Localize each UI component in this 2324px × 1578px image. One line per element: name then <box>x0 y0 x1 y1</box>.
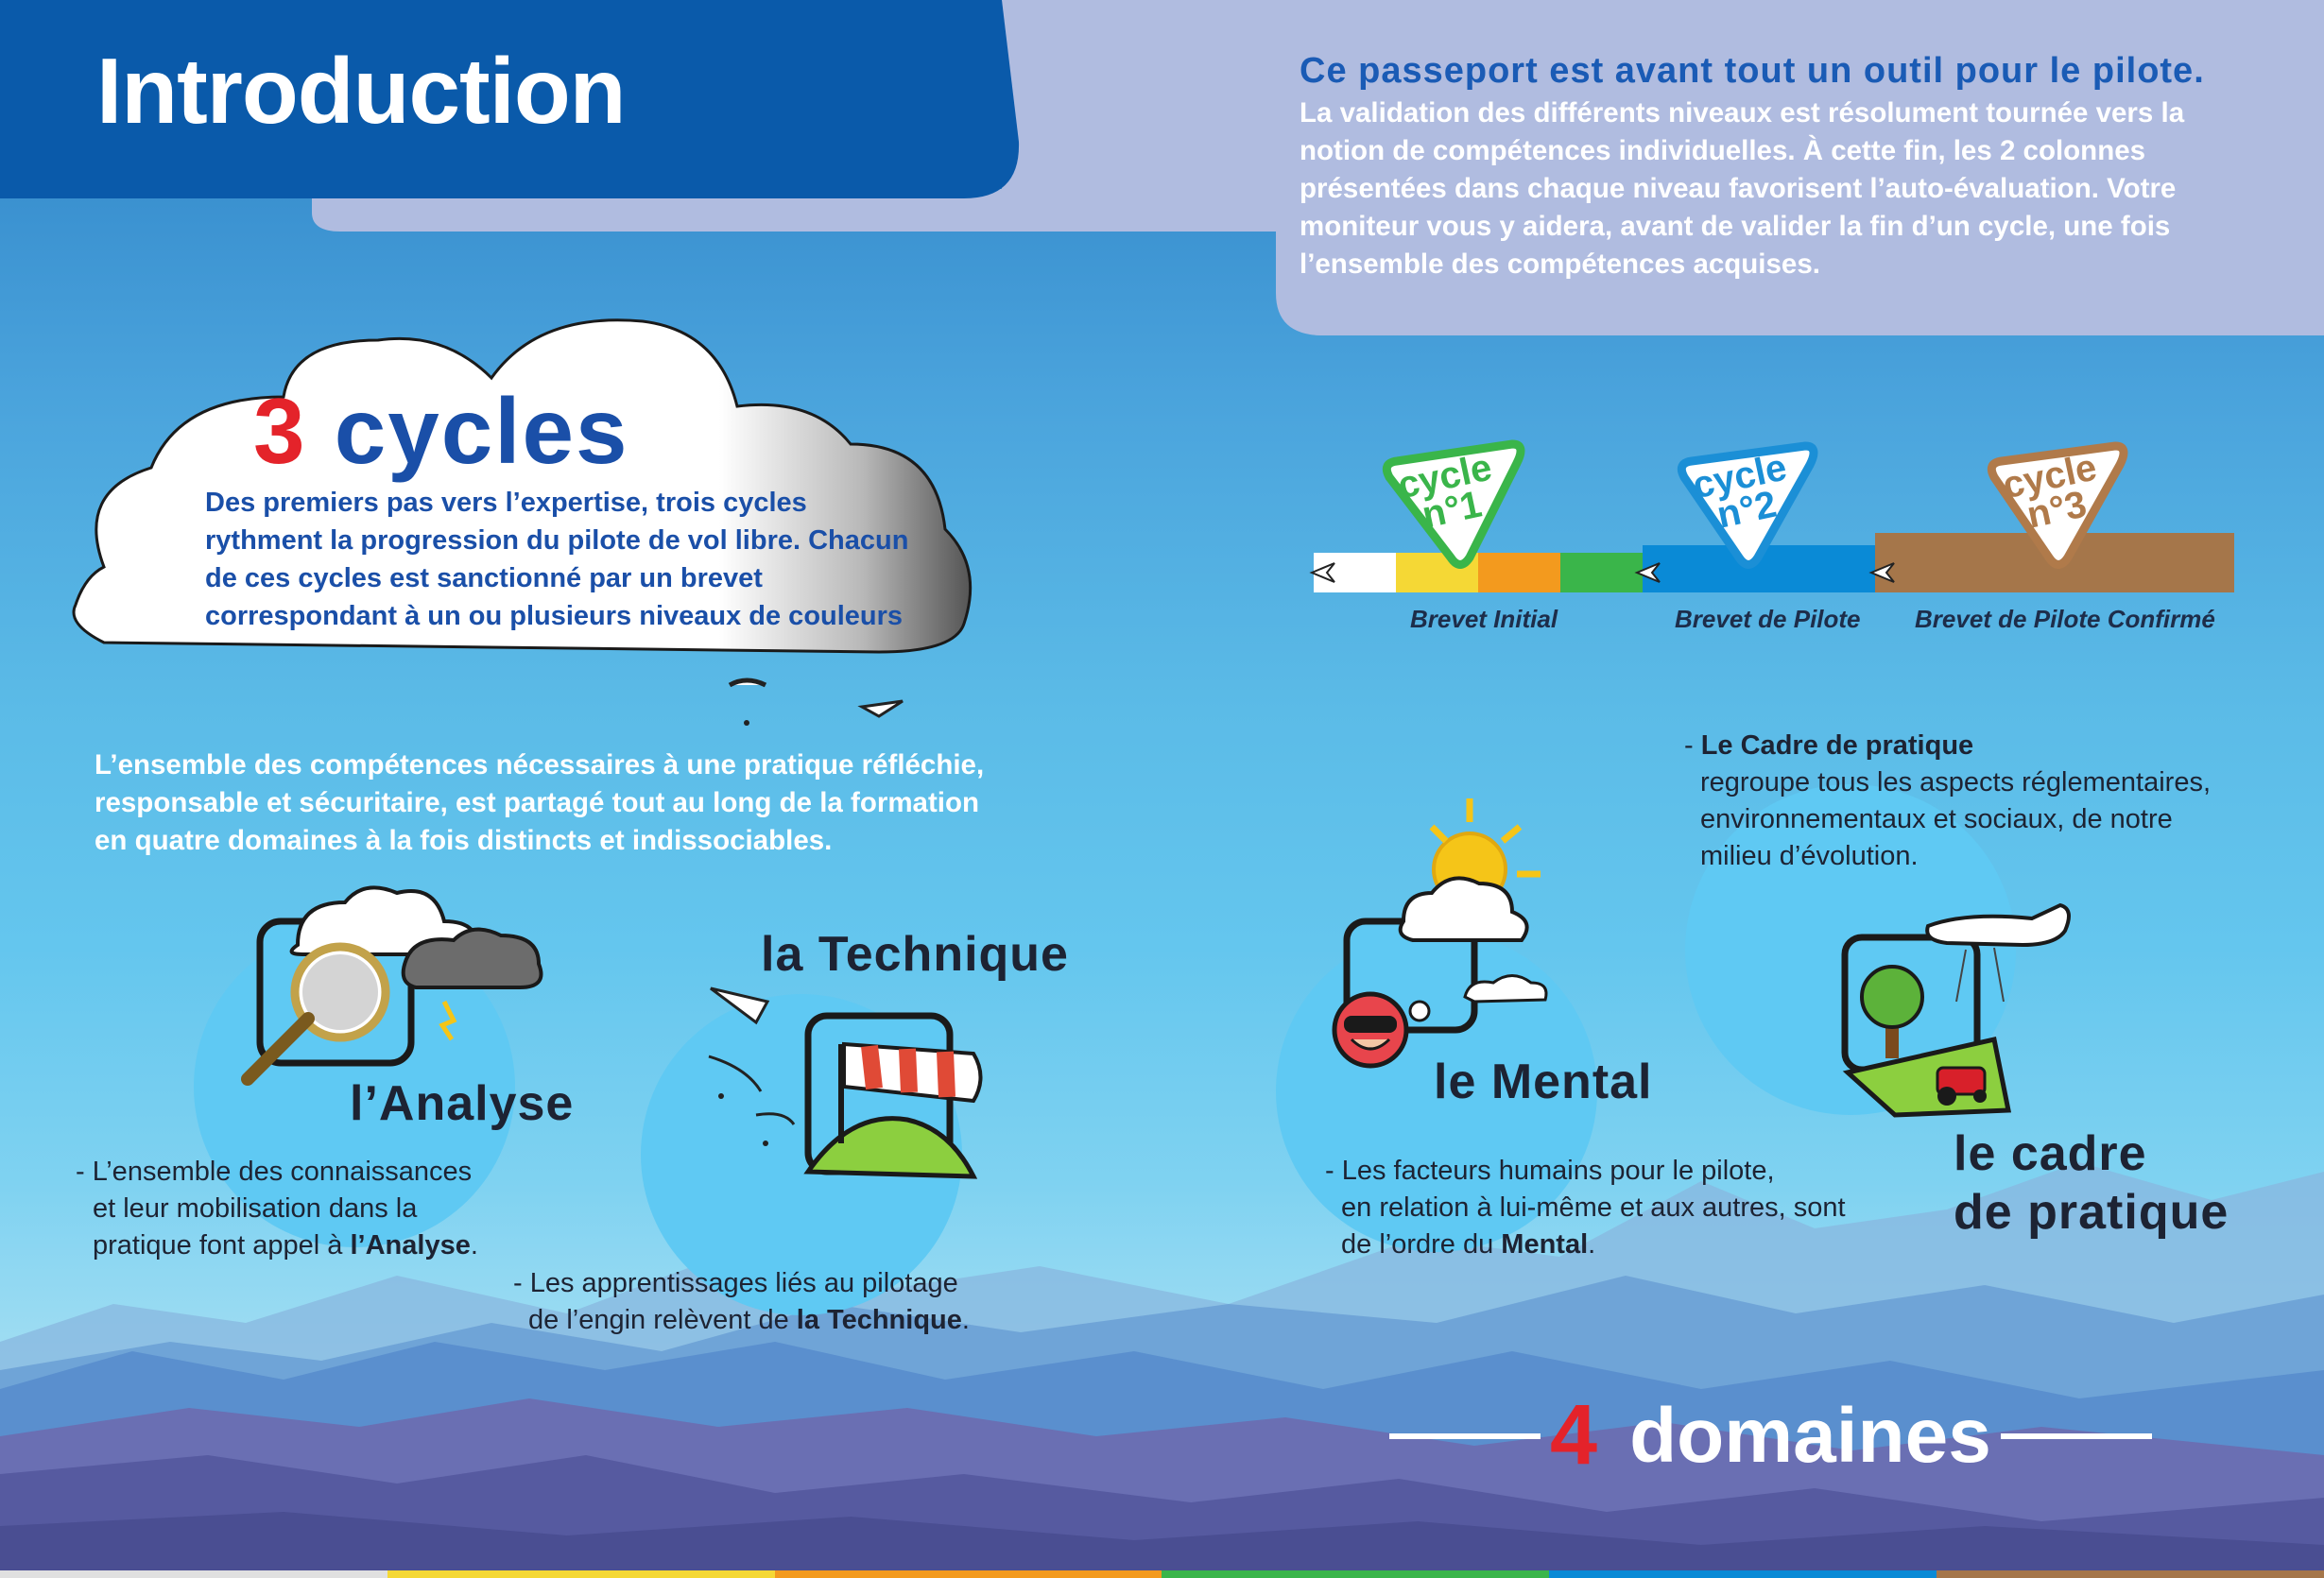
cycles-number: 3 <box>253 379 307 483</box>
brevet-pilote: Brevet de Pilote <box>1675 605 1861 633</box>
technique-desc-line1: - Les apprentissages liés au pilotage <box>513 1268 958 1298</box>
analyse-icon <box>241 885 543 1086</box>
mental-desc-line2: en relation à lui-même et aux autres, so… <box>1341 1192 1846 1223</box>
technique-desc: - Les apprentissages liés au pilotage de… <box>513 1265 970 1339</box>
cadre-desc-head: - Le Cadre de pratique <box>1684 728 2211 764</box>
brevet-initial: Brevet Initial <box>1410 605 1558 633</box>
analyse-desc-line1: - L’ensemble des connaissances <box>76 1157 473 1187</box>
cycles-word: cycles <box>334 379 629 483</box>
competences-text: L’ensemble des compétences nécessaires à… <box>95 749 985 856</box>
cadre-desc: - Le Cadre de pratique regroupe tous les… <box>1684 728 2211 875</box>
cycles-body: Des premiers pas vers l’expertise, trois… <box>205 488 909 631</box>
badge-2 <box>1677 441 1818 569</box>
brevet-pilote-confirme: Brevet de Pilote Confirmé <box>1915 605 2215 633</box>
technique-desc-line2-text: de l’engin relèvent de <box>528 1305 797 1335</box>
cycles-cloud <box>72 318 973 654</box>
domaines-word: domaines <box>1629 1392 1991 1479</box>
analyse-desc-end: . <box>470 1230 478 1261</box>
intro-body: La validation des différents niveaux est… <box>1300 97 2185 280</box>
analyse-desc-line3-text: pratique font appel à <box>93 1230 351 1261</box>
technique-desc-bold: la Technique <box>796 1305 962 1335</box>
analyse-desc-line3: pratique font appel à l’Analyse. <box>76 1227 478 1264</box>
cadre-icon <box>1841 902 2071 1118</box>
mental-label: le Mental <box>1434 1055 1653 1109</box>
strip-yellow <box>387 1570 775 1578</box>
analyse-desc: - L’ensemble des connaissances et leur m… <box>76 1154 478 1264</box>
cadre-desc-line1: regroupe tous les aspects réglementaires… <box>1700 767 2212 798</box>
cadre-label-line2: de pratique <box>1954 1185 2229 1240</box>
domaines-line-right <box>2000 1432 2152 1439</box>
badge-3 <box>1987 441 2128 569</box>
analyse-desc-line2: et leur mobilisation dans la <box>93 1193 418 1224</box>
cadre-desc-head-prefix: - <box>1684 730 1701 761</box>
mental-desc-line1: - Les facteurs humains pour le pilote, <box>1325 1156 1775 1186</box>
domaines-line-left <box>1389 1432 1541 1439</box>
technique-icon <box>708 986 983 1179</box>
domaines-count: 4 <box>1550 1388 1598 1483</box>
strip-green <box>1162 1570 1550 1578</box>
analyse-label: l’Analyse <box>350 1076 575 1131</box>
badge-1 <box>1382 439 1525 569</box>
strip-blue <box>1549 1570 1937 1578</box>
mental-desc-line3: de l’ordre du Mental. <box>1325 1226 1846 1263</box>
strip-orange <box>774 1570 1162 1578</box>
paragliders <box>728 678 904 726</box>
intro-heading: Ce passeport est avant tout un outil pou… <box>1300 51 2205 91</box>
mental-desc: - Les facteurs humains pour le pilote, e… <box>1325 1153 1846 1263</box>
cycles-title: 3 cycles <box>253 378 629 485</box>
strip-brown <box>1937 1570 2324 1578</box>
page-title: Introduction <box>96 39 627 143</box>
mental-desc-end: . <box>1588 1229 1596 1260</box>
analyse-desc-bold: l’Analyse <box>350 1230 471 1261</box>
technique-label: la Technique <box>761 927 1069 982</box>
cadre-label-line1: le cadre <box>1954 1126 2147 1181</box>
strip-white <box>0 1570 387 1578</box>
technique-desc-end: . <box>961 1305 970 1335</box>
header-bar <box>0 0 1020 198</box>
technique-desc-line2: de l’engin relèvent de la Technique. <box>513 1302 970 1339</box>
cadre-desc-head-text: Le Cadre de pratique <box>1700 730 1974 761</box>
mental-desc-bold: Mental <box>1501 1229 1589 1260</box>
cadre-desc-line3: milieu d’évolution. <box>1700 841 1919 871</box>
cadre-label: le cadre de pratique <box>1954 1124 2229 1242</box>
mental-icon <box>1332 798 1548 1069</box>
mental-desc-line3-text: de l’ordre du <box>1341 1229 1502 1260</box>
cadre-desc-line2: environnementaux et sociaux, de notre <box>1700 804 2173 834</box>
domaines-banner: 4 domaines <box>1380 1387 2161 1484</box>
bottom-color-strip <box>0 1570 2324 1578</box>
